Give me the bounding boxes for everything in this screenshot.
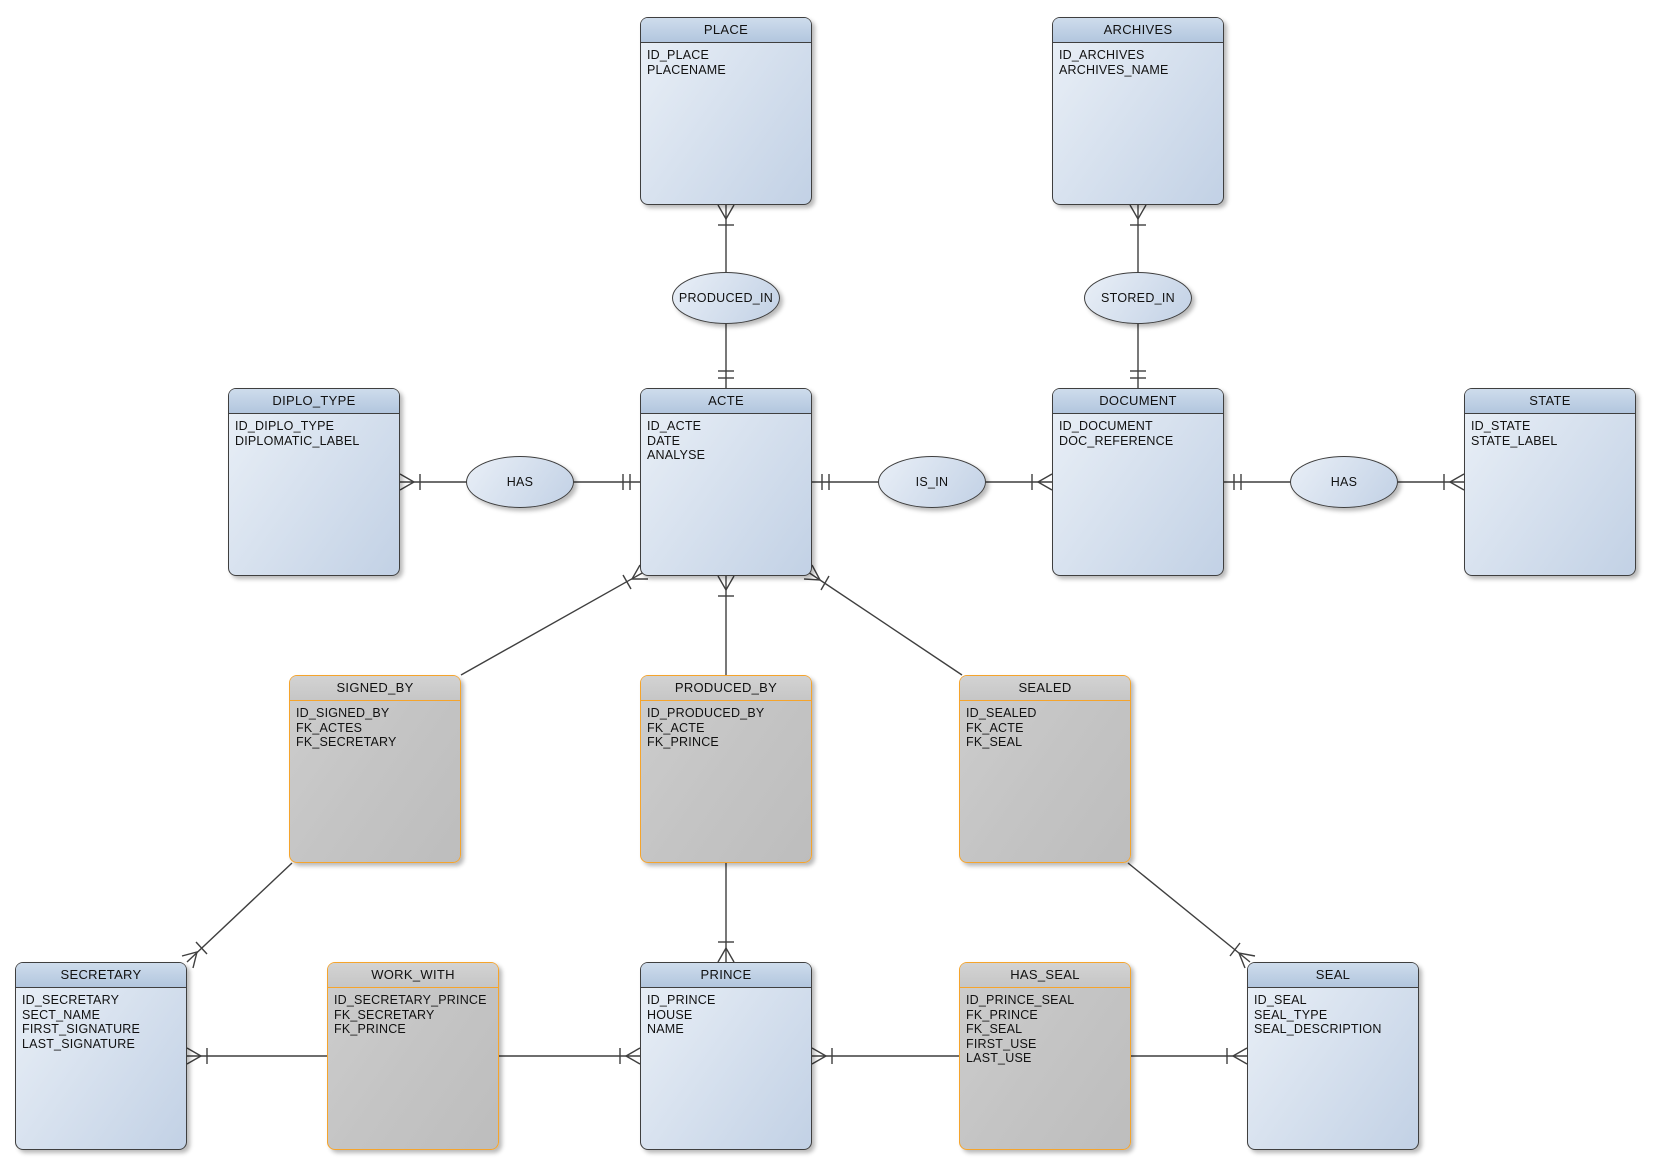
junction-sealed-title: SEALED <box>960 676 1130 701</box>
crow-foot-marker <box>399 473 416 491</box>
entity-seal-title: SEAL <box>1248 963 1418 988</box>
relationship-is-in-label: IS_IN <box>915 475 949 489</box>
relationship-is-in[interactable]: IS_IN <box>878 456 986 508</box>
crow-foot-marker <box>624 1047 641 1065</box>
connector-acte-producedby <box>717 575 735 675</box>
connector-hasseal-seal <box>1131 1047 1248 1065</box>
entity-acte-attributes: ID_ACTE DATE ANALYSE <box>647 419 706 463</box>
junction-work-with-attributes: ID_SECRETARY_PRINCE FK_SECRETARY FK_PRIN… <box>334 993 487 1037</box>
entity-state[interactable]: STATE ID_STATE STATE_LABEL <box>1464 388 1636 576</box>
relationship-produced-in-label: PRODUCED_IN <box>678 291 774 305</box>
entity-prince-attributes: ID_PRINCE HOUSE NAME <box>647 993 716 1037</box>
entity-acte[interactable]: ACTE ID_ACTE DATE ANALYSE <box>640 388 812 576</box>
crow-foot-marker <box>1448 473 1465 491</box>
connector-acte-sealed <box>803 564 963 676</box>
crow-foot-marker <box>811 1047 828 1065</box>
crow-foot-marker <box>1231 1047 1248 1065</box>
entity-secretary-attributes: ID_SECRETARY SECT_NAME FIRST_SIGNATURE L… <box>22 993 141 1051</box>
crow-foot-marker <box>717 204 735 221</box>
relationship-produced-in[interactable]: PRODUCED_IN <box>672 272 780 324</box>
one-bar-marker <box>1229 942 1241 957</box>
relationship-has-diplotype-label: HAS <box>506 475 534 489</box>
crow-foot-marker <box>630 564 648 580</box>
entity-seal-attributes: ID_SEAL SEAL_TYPE SEAL_DESCRIPTION <box>1254 993 1382 1037</box>
junction-has-seal-attributes: ID_PRINCE_SEAL FK_PRINCE FK_SEAL FIRST_U… <box>966 993 1075 1066</box>
entity-prince-title: PRINCE <box>641 963 811 988</box>
junction-table-sealed[interactable]: SEALED ID_SEALED FK_ACTE FK_SEAL <box>959 675 1131 863</box>
crow-foot-marker <box>803 564 822 581</box>
entity-document-title: DOCUMENT <box>1053 389 1223 414</box>
junction-table-work-with[interactable]: WORK_WITH ID_SECRETARY_PRINCE FK_SECRETA… <box>327 962 499 1150</box>
entity-place[interactable]: PLACE ID_PLACE PLACENAME <box>640 17 812 205</box>
entity-diplo-type-title: DIPLO_TYPE <box>229 389 399 414</box>
entity-state-title: STATE <box>1465 389 1635 414</box>
connector-secretary-workwith <box>186 1047 327 1065</box>
crow-foot-marker <box>181 951 198 969</box>
entity-archives-attributes: ID_ARCHIVES ARCHIVES_NAME <box>1059 48 1169 77</box>
entity-document[interactable]: DOCUMENT ID_DOCUMENT DOC_REFERENCE <box>1052 388 1224 576</box>
entity-place-title: PLACE <box>641 18 811 43</box>
crow-foot-marker <box>1237 952 1256 969</box>
relationship-stored-in-label: STORED_IN <box>1100 291 1175 305</box>
junction-produced-by-attributes: ID_PRODUCED_BY FK_ACTE FK_PRINCE <box>647 706 765 750</box>
junction-has-seal-title: HAS_SEAL <box>960 963 1130 988</box>
relationship-stored-in[interactable]: STORED_IN <box>1084 272 1192 324</box>
entity-state-attributes: ID_STATE STATE_LABEL <box>1471 419 1558 448</box>
entity-seal[interactable]: SEAL ID_SEAL SEAL_TYPE SEAL_DESCRIPTION <box>1247 962 1419 1150</box>
entity-diplo-type[interactable]: DIPLO_TYPE ID_DIPLO_TYPE DIPLOMATIC_LABE… <box>228 388 400 576</box>
connector-sealed-seal <box>1127 862 1256 969</box>
crow-foot-marker <box>1129 204 1147 221</box>
entity-archives-title: ARCHIVES <box>1053 18 1223 43</box>
junction-table-produced-by[interactable]: PRODUCED_BY ID_PRODUCED_BY FK_ACTE FK_PR… <box>640 675 812 863</box>
entity-prince[interactable]: PRINCE ID_PRINCE HOUSE NAME <box>640 962 812 1150</box>
junction-work-with-title: WORK_WITH <box>328 963 498 988</box>
connector-prince-hasseal <box>811 1047 959 1065</box>
entity-document-attributes: ID_DOCUMENT DOC_REFERENCE <box>1059 419 1174 448</box>
one-bar-marker <box>195 941 208 955</box>
entity-secretary[interactable]: SECRETARY ID_SECRETARY SECT_NAME FIRST_S… <box>15 962 187 1150</box>
crow-foot-marker <box>717 575 735 592</box>
connector-workwith-prince <box>499 1047 641 1065</box>
junction-table-has-seal[interactable]: HAS_SEAL ID_PRINCE_SEAL FK_PRINCE FK_SEA… <box>959 962 1131 1150</box>
entity-archives[interactable]: ARCHIVES ID_ARCHIVES ARCHIVES_NAME <box>1052 17 1224 205</box>
one-bar-marker <box>622 574 632 590</box>
connector-signedby-secretary <box>181 862 293 969</box>
junction-signed-by-attributes: ID_SIGNED_BY FK_ACTES FK_SECRETARY <box>296 706 397 750</box>
junction-sealed-attributes: ID_SEALED FK_ACTE FK_SEAL <box>966 706 1037 750</box>
relationship-has-state-label: HAS <box>1330 475 1358 489</box>
junction-table-signed-by[interactable]: SIGNED_BY ID_SIGNED_BY FK_ACTES FK_SECRE… <box>289 675 461 863</box>
entity-diplo-type-attributes: ID_DIPLO_TYPE DIPLOMATIC_LABEL <box>235 419 360 448</box>
crow-foot-marker <box>717 946 735 963</box>
junction-signed-by-title: SIGNED_BY <box>290 676 460 701</box>
entity-acte-title: ACTE <box>641 389 811 414</box>
one-bar-marker <box>820 575 830 591</box>
entity-secretary-title: SECRETARY <box>16 963 186 988</box>
crow-foot-marker <box>186 1047 203 1065</box>
crow-foot-marker <box>1036 473 1053 491</box>
relationship-has-state[interactable]: HAS <box>1290 456 1398 508</box>
connector-producedby-prince <box>717 863 735 963</box>
relationship-has-diplotype[interactable]: HAS <box>466 456 574 508</box>
entity-place-attributes: ID_PLACE PLACENAME <box>647 48 726 77</box>
connector-acte-signedby <box>460 564 648 676</box>
junction-produced-by-title: PRODUCED_BY <box>641 676 811 701</box>
